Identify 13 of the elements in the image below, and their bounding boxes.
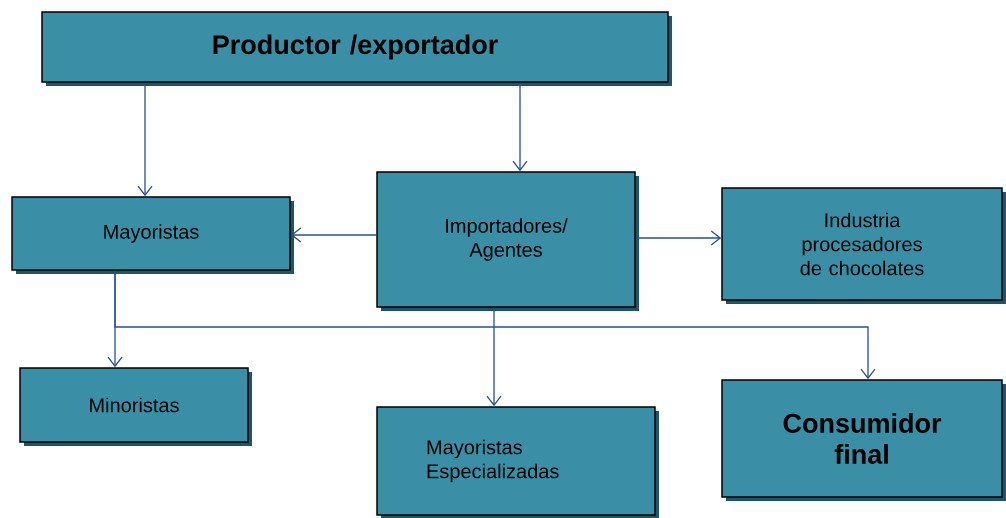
process-box: Industria procesadores de chocolates (721, 187, 1006, 304)
process-box: Minoristas (19, 367, 252, 446)
process-box: Consumidor final (721, 379, 1006, 501)
arrow (635, 230, 722, 246)
process-box: Productor /exportador (41, 11, 672, 86)
process-box: Mayoristas (11, 196, 294, 274)
arrow (114, 270, 876, 380)
arrow (137, 82, 153, 197)
arrow (512, 82, 528, 172)
arrow (486, 307, 502, 407)
process-box: Importadores/ Agentes (376, 171, 639, 311)
process-box: Mayoristas Especializadas (376, 406, 659, 518)
arrow (290, 227, 377, 243)
